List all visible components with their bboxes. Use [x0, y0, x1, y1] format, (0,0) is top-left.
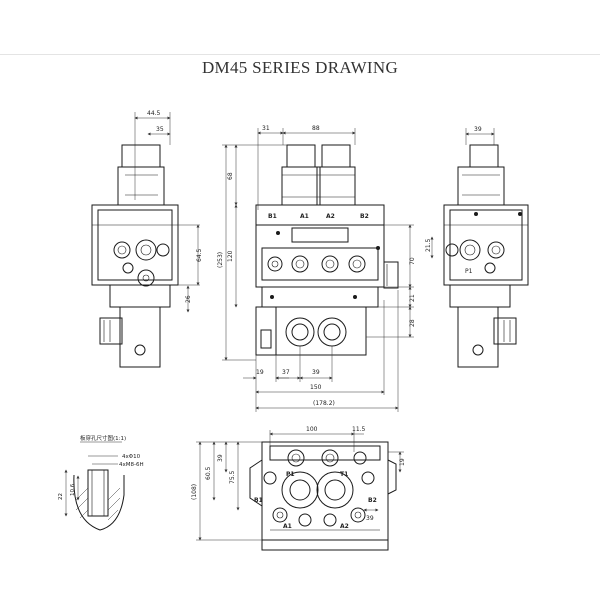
- front-port-b2: B2: [360, 213, 369, 220]
- drawing-title: DM45 SERIES DRAWING: [201, 58, 399, 77]
- front-dim-68: 68: [227, 172, 234, 180]
- front-port-a1: A1: [300, 213, 309, 220]
- bottom-dim-605: 60.5: [205, 466, 212, 480]
- front-dim-37: 37: [282, 369, 290, 376]
- right-dim-215: 21.5: [425, 238, 432, 252]
- header-rule: [0, 54, 600, 55]
- left-dim-3: 26: [185, 295, 192, 303]
- bottom-dim-19: 19: [399, 458, 406, 466]
- front-dim-21: 21: [409, 294, 416, 302]
- detail-callout-2: 4xM8-6H: [119, 462, 144, 468]
- front-dim-28: 28: [409, 319, 416, 327]
- left-dim-4: 64.5: [196, 248, 203, 262]
- bottom-dim-100: 100: [306, 426, 318, 433]
- front-dim-39: 39: [312, 369, 320, 376]
- bottom-dim-108: (108): [191, 484, 198, 500]
- left-dim-1: 44.5: [147, 110, 161, 117]
- bottom-view: 100 11.5 39 60.5 (108) 75.5 19: [191, 426, 406, 551]
- front-dim-253: (253): [217, 252, 224, 268]
- front-dim-178: (178.2): [313, 400, 335, 407]
- front-port-b1: B1: [268, 213, 277, 220]
- bottom-port-b1: B1: [254, 497, 263, 504]
- front-dim-31: 31: [262, 125, 270, 132]
- front-port-a2: A2: [326, 213, 335, 220]
- detail-note: 板穿孔尺寸图(1:1): [80, 434, 126, 442]
- detail-dim-106: 10.6: [70, 483, 76, 496]
- right-port-p1: P1: [465, 268, 473, 275]
- front-dim-88: 88: [312, 125, 320, 132]
- bottom-port-b2: B2: [368, 497, 377, 504]
- bottom-dim-39: 39: [217, 454, 224, 462]
- detail-dim-22: 22: [58, 493, 64, 500]
- bottom-port-t1: T1: [340, 471, 348, 478]
- right-dim-39: 39: [474, 126, 482, 133]
- left-dim-2: 35: [156, 126, 164, 133]
- front-dim-70: 70: [409, 257, 416, 265]
- bottom-port-p1: P1: [286, 471, 295, 478]
- front-dim-150: 150: [310, 384, 322, 391]
- front-dim-19: 19: [256, 369, 264, 376]
- right-side-view: 39 P1 21.5: [425, 126, 529, 368]
- bottom-port-a1: A1: [283, 523, 292, 530]
- detail-callout-1: 4xΦ10: [122, 454, 141, 460]
- front-dim-120: 120: [227, 250, 234, 262]
- front-view: 31 88 B1 A1 A2 B2: [217, 125, 416, 412]
- thread-detail-view: 板穿孔尺寸图(1:1) 4xΦ10 4xM8-6H 22 10.6: [58, 434, 144, 531]
- bottom-dim-755: 75.5: [229, 470, 236, 484]
- bottom-dim-115: 11.5: [352, 426, 366, 433]
- left-side-view: 44.5 35 26 64.5: [91, 110, 203, 368]
- bottom-port-a2: A2: [340, 523, 349, 530]
- bottom-dim-39b: 39: [366, 515, 374, 522]
